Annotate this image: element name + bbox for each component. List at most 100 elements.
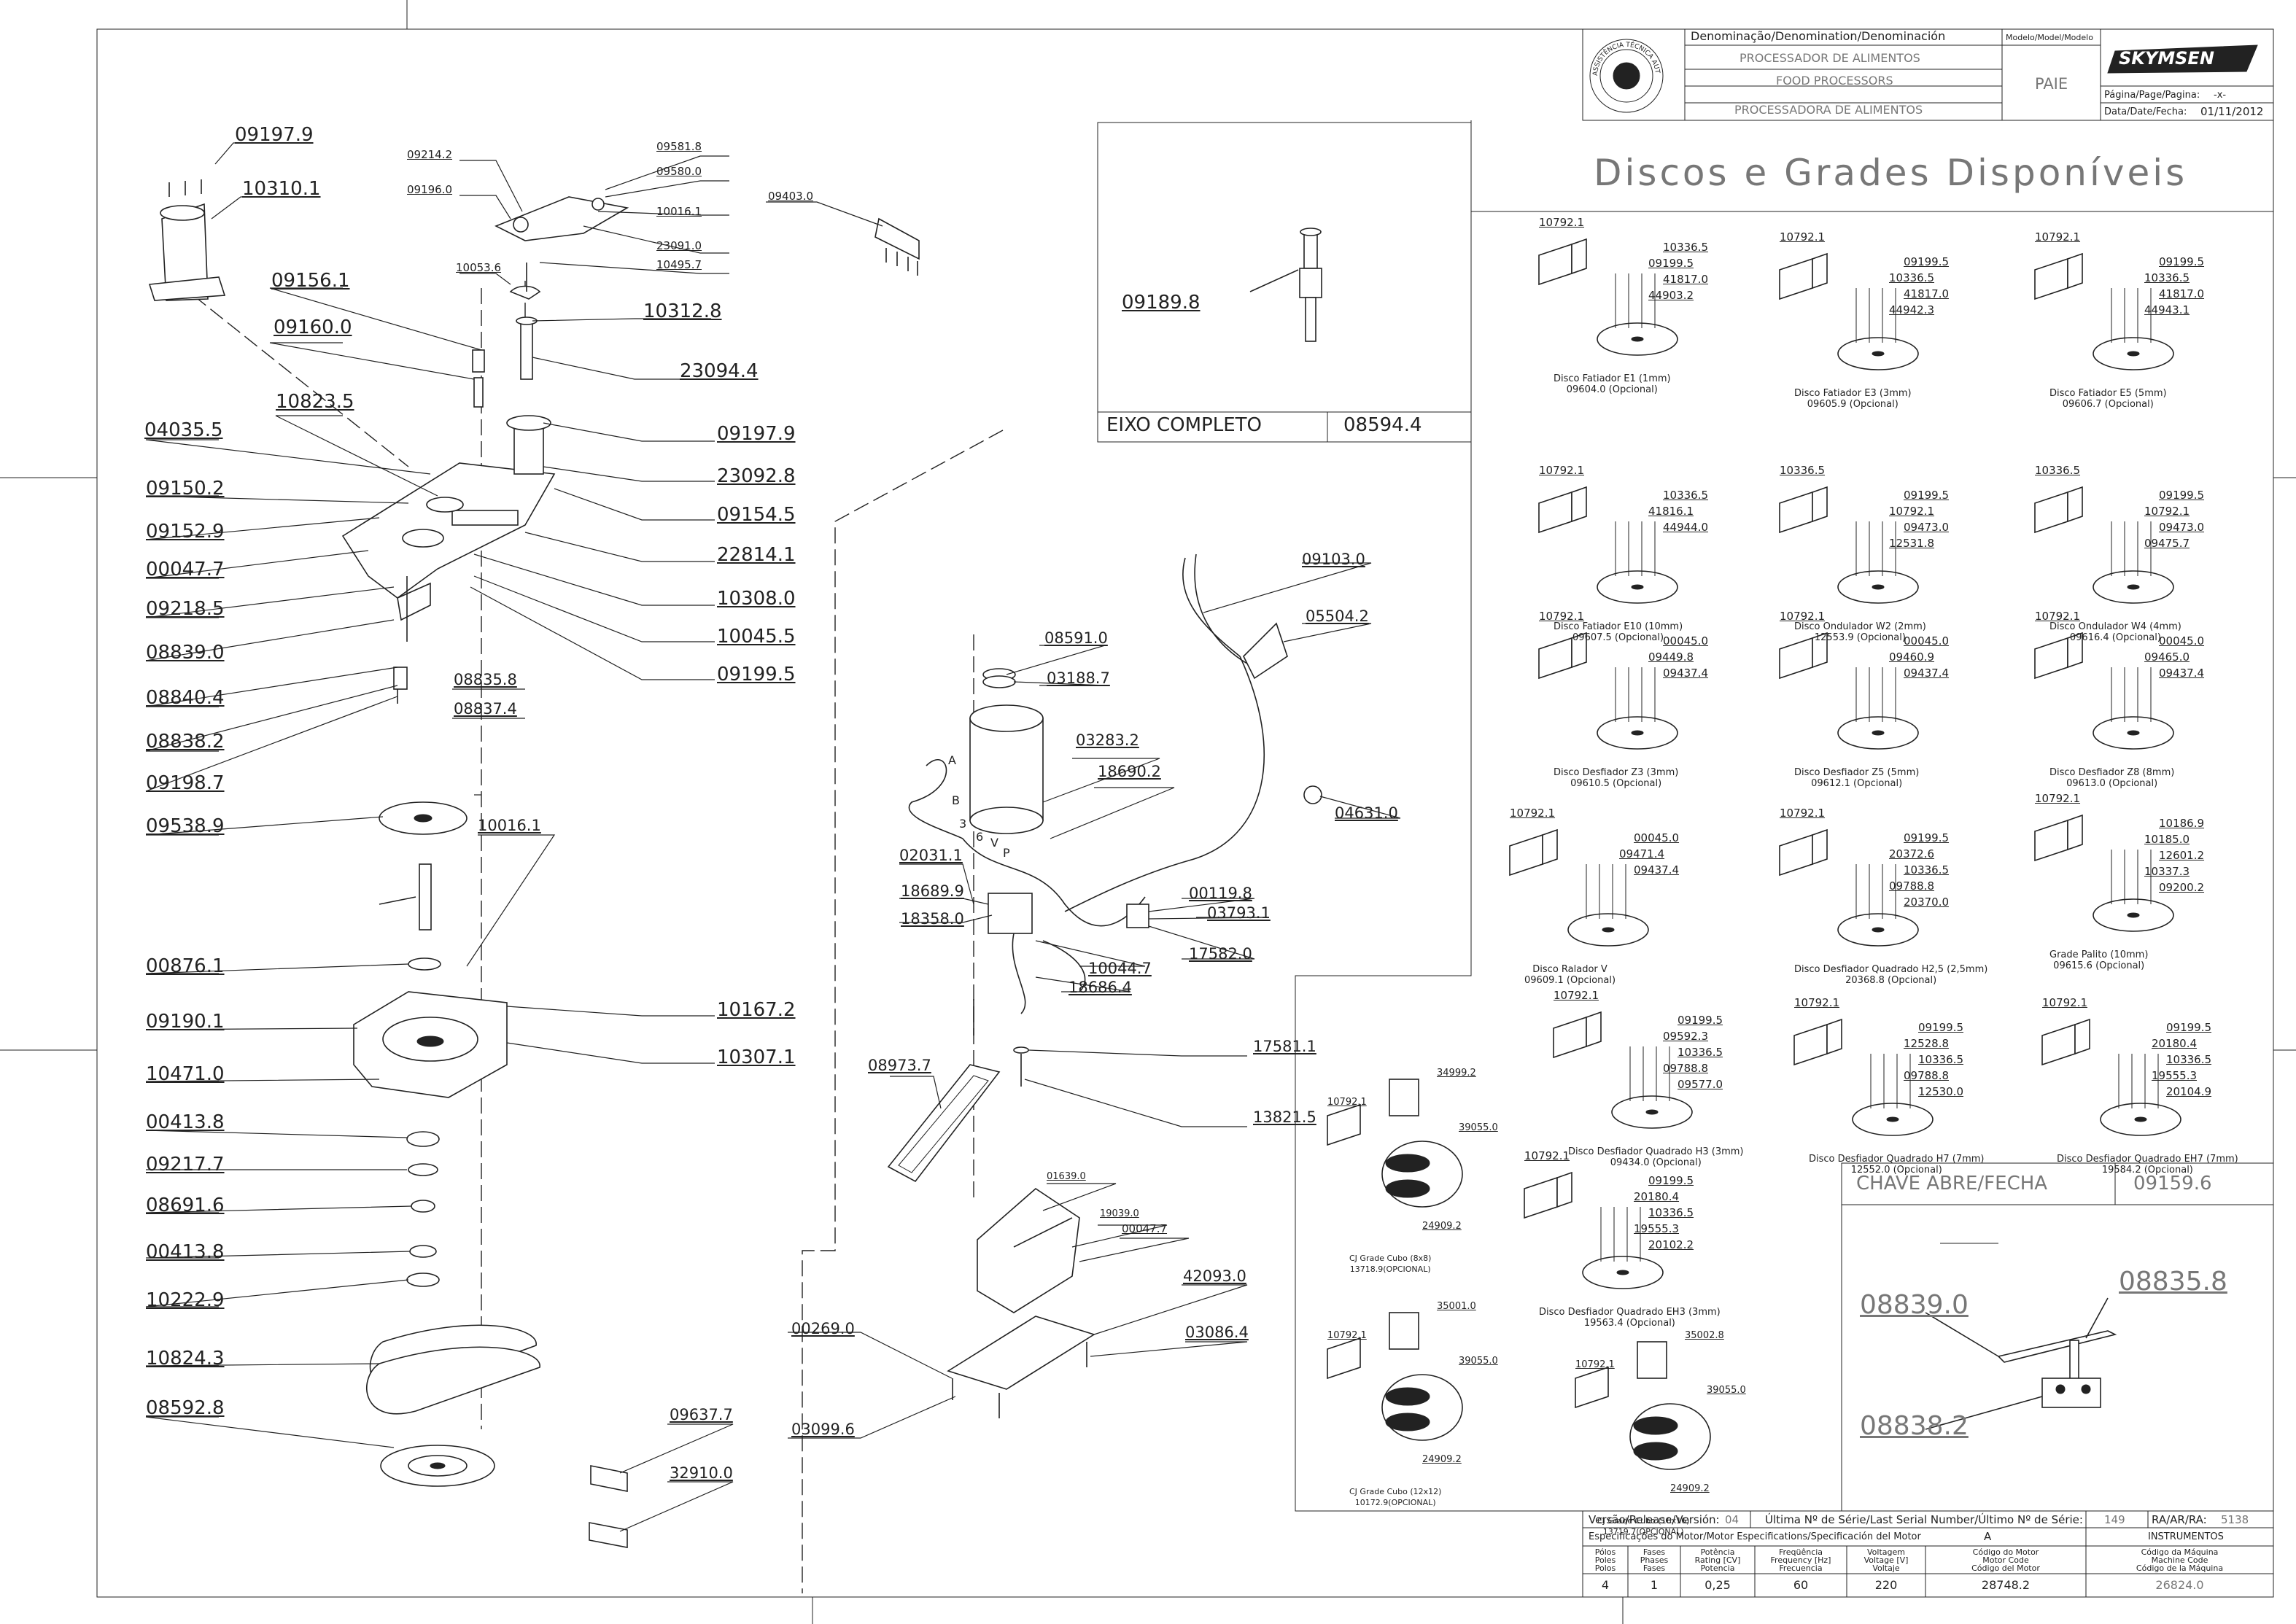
disc-part-label: 00045.0 (1663, 634, 1709, 648)
left-part-label: 09197.9 (235, 124, 314, 146)
motor-spec-label: Especificações do Motor/Motor Especifica… (1589, 1531, 1921, 1542)
disc-caption: Grade Palito (10mm)09615.6 (Opcional) (2049, 949, 2148, 971)
spec-header-line: Machine Code (2151, 1555, 2208, 1565)
cube-grid-name: CJ Grade Cubo (12x12) (1349, 1487, 1442, 1496)
disc-name: Disco Desfiador Quadrado H2,5 (2,5mm) (1794, 964, 1988, 975)
base-part-label: 42093.0 (1183, 1267, 1246, 1285)
motor-part-label: 09103.0 (1302, 551, 1365, 568)
spec-value: 4 (1601, 1578, 1610, 1592)
spec-header-line: Voltage [V] (1863, 1555, 1909, 1565)
disc-name: Disco Fatiador E5 (5mm) (2049, 388, 2167, 399)
disc-caption: Disco Fatiador E5 (5mm)09606.7 (Opcional… (2049, 388, 2167, 410)
disc-part-label: 10336.5 (1780, 464, 1826, 477)
disc-part-label: 09475.7 (2144, 537, 2190, 550)
disc-part-label: 20180.4 (1634, 1190, 1680, 1203)
spec-header-line: Frequency [Hz] (1770, 1555, 1831, 1565)
spec-header-line: Voltaje (1872, 1563, 1900, 1573)
disc-part-label: 09199.5 (2159, 255, 2205, 268)
cube-grid-drawing (1327, 1312, 1463, 1441)
spec-header-line: Polos (1594, 1563, 1616, 1573)
disc-part-label: 20180.4 (2152, 1037, 2198, 1050)
disc-part-label: 12601.2 (2159, 849, 2205, 862)
disc-part-label: 41817.0 (2159, 287, 2205, 300)
spec-value: 0,25 (1704, 1578, 1731, 1592)
spec-header-line: Potencia (1700, 1563, 1735, 1573)
disc-name: Disco Desfiador Quadrado H3 (3mm) (1568, 1146, 1744, 1157)
lid-part-label: 23092.8 (717, 465, 796, 487)
disc-name: Disco Ondulador W4 (4mm) (2049, 621, 2181, 632)
stamp-text: ASSISTÊNCIA TÉCNICA AUTORIZADA (0, 0, 1661, 76)
disc-part-label: 10792.1 (1539, 464, 1585, 477)
disc-drawing (1538, 632, 1678, 750)
instruments-label: INSTRUMENTOS (2148, 1531, 2224, 1542)
cube-grid-part-label: 10792.1 (1327, 1330, 1367, 1341)
cube-grid-part-label: 34999.2 (1437, 1068, 1476, 1079)
cube-grid-caption: CJ Grade Cubo (8x8)13718.9(OPCIONAL) (1349, 1253, 1431, 1275)
page-value: -x- (2214, 90, 2227, 101)
disc-part-label: 10792.1 (1780, 807, 1826, 820)
disc-part-label: 10792.1 (1524, 1149, 1570, 1162)
disc-part-label: 10792.1 (2035, 792, 2081, 805)
disc-part-label: 19555.3 (2152, 1069, 2198, 1082)
motor-part-label: 17582.0 (1189, 945, 1252, 963)
spec-header-line: Potência (1700, 1547, 1735, 1557)
disc-name: Disco Ralador V (1532, 964, 1607, 975)
disc-name: Disco Fatiador E10 (10mm) (1554, 621, 1683, 632)
disc-drawing (1793, 1018, 1934, 1136)
disc-code: 09607.5 (Opcional) (1572, 632, 1664, 643)
lid-part-label: 10307.1 (717, 1046, 796, 1068)
motor-part-label: 10044.7 (1088, 960, 1152, 977)
lid-part-label: 10053.6 (456, 261, 502, 274)
disc-caption: Disco Desfiador Quadrado H7 (7mm)12552.0… (1809, 1154, 1985, 1176)
disc-drawing (1779, 828, 1919, 947)
motor-assembly (908, 553, 1322, 1087)
left-part-label: 00876.1 (146, 955, 225, 977)
disc-part-label: 00045.0 (1904, 634, 1950, 648)
disc-part-label: 00045.0 (2159, 634, 2205, 648)
cube-grid-part-label: 24909.2 (1422, 1454, 1462, 1465)
base-part-label: 08973.7 (868, 1057, 931, 1074)
disc-part-label: 20370.0 (1904, 895, 1950, 909)
motor-part-label: 18689.9 (901, 882, 964, 900)
disc-code: 09434.0 (Opcional) (1610, 1157, 1702, 1168)
spec-header-line: Fases (1643, 1547, 1666, 1557)
cube-grid-part-label: 39055.0 (1459, 1356, 1498, 1367)
spec-header-line: Fases (1643, 1563, 1666, 1573)
disc-part-label: 10792.1 (2042, 996, 2088, 1009)
switch-part-2: 08835.8 (2119, 1267, 2227, 1297)
pusher-part-label: 09403.0 (768, 190, 814, 203)
cube-grid-part-label: 35002.8 (1685, 1330, 1724, 1341)
cube-grid-caption: CJ Grade Cubo (16x16)13719.7(OPCIONAL) (1597, 1515, 1689, 1537)
shaft-drawing (1249, 228, 1322, 342)
disc-part-label: 10792.1 (1794, 996, 1840, 1009)
disc-name: Disco Desfiador Quadrado H7 (7mm) (1809, 1154, 1985, 1165)
disc-part-label: 09437.4 (2159, 667, 2205, 680)
version-label: Versão/Release/Versión: (1589, 1513, 1720, 1526)
disc-part-label: 41816.1 (1648, 505, 1694, 518)
base-part-label: 03099.6 (791, 1421, 855, 1438)
disc-part-label: 44942.3 (1889, 303, 1935, 316)
base-part-label: 01639.0 (1047, 1171, 1086, 1182)
spec-header-line: Código do Motor (1972, 1547, 2039, 1557)
base-part-label: 19039.0 (1100, 1208, 1139, 1219)
lid-part-label: 09196.0 (407, 183, 453, 196)
version-value: 04 (1725, 1513, 1740, 1526)
lid-part-label: 09197.9 (717, 423, 796, 445)
disc-part-label: 09473.0 (1904, 521, 1950, 534)
disc-code: 09606.7 (Opcional) (2062, 399, 2154, 410)
disc-caption: Disco Desfiador Quadrado H2,5 (2,5mm)203… (1794, 964, 1987, 986)
cube-grid-code: 13719.7(OPCIONAL) (1602, 1527, 1684, 1536)
spec-header-line: Phases (1640, 1555, 1669, 1565)
disc-part-label: 10336.5 (1663, 489, 1709, 502)
disc-name: Disco Desfiador Quadrado EH3 (3mm) (1539, 1307, 1721, 1318)
disc-caption: Disco Desfiador Quadrado EH7 (7mm)19584.… (2057, 1154, 2238, 1176)
motor-part-label: 05504.2 (1306, 607, 1369, 625)
disc-name: Disco Desfiador Z3 (3mm) (1554, 767, 1679, 778)
disc-part-label: 09199.5 (1904, 255, 1950, 268)
lid-part-label: 23091.0 (656, 239, 702, 252)
disc-part-label: 09473.0 (2159, 521, 2205, 534)
cube-grid-part-label: 24909.2 (1670, 1483, 1710, 1494)
motor-part-label: 13821.5 (1253, 1108, 1316, 1126)
left-part-label: 00413.8 (146, 1241, 225, 1263)
lid-part-label: 09581.8 (656, 140, 702, 153)
